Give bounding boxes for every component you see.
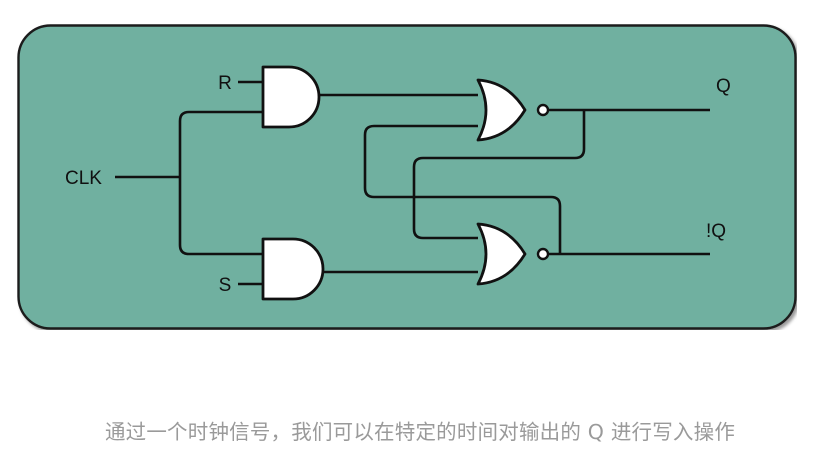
gate-nor-bottom — [476, 222, 550, 286]
circuit-diagram-panel: R CLK S Q !Q — [17, 24, 797, 330]
figure-caption: 通过一个时钟信号，我们可以在特定的时间对输出的 Q 进行写入操作 — [104, 420, 736, 444]
gate-nor-top — [476, 78, 550, 142]
nor-gate-top-inversion-bubble — [536, 103, 550, 117]
label-input-clk: CLK — [65, 168, 102, 189]
label-output-q: Q — [716, 76, 731, 97]
gate-and-bottom — [261, 237, 325, 301]
label-input-s: S — [219, 275, 232, 296]
and-gate-bottom-body — [261, 237, 325, 301]
nor-gate-bottom-body — [476, 222, 527, 286]
nor-gate-top-body — [476, 78, 527, 142]
wires-layer — [115, 80, 710, 286]
label-input-r: R — [218, 73, 232, 94]
gate-and-top — [261, 65, 321, 129]
label-output-not-q: !Q — [706, 221, 726, 242]
nor-gate-bottom-inversion-bubble — [536, 247, 550, 261]
wire-clk-bus — [178, 110, 263, 256]
and-gate-top-body — [261, 65, 321, 129]
wire-feedback-notq-to-nor-top — [363, 124, 562, 254]
wire-feedback-q-to-nor-bottom — [412, 110, 586, 240]
circuit-svg: R CLK S Q !Q — [17, 24, 797, 330]
